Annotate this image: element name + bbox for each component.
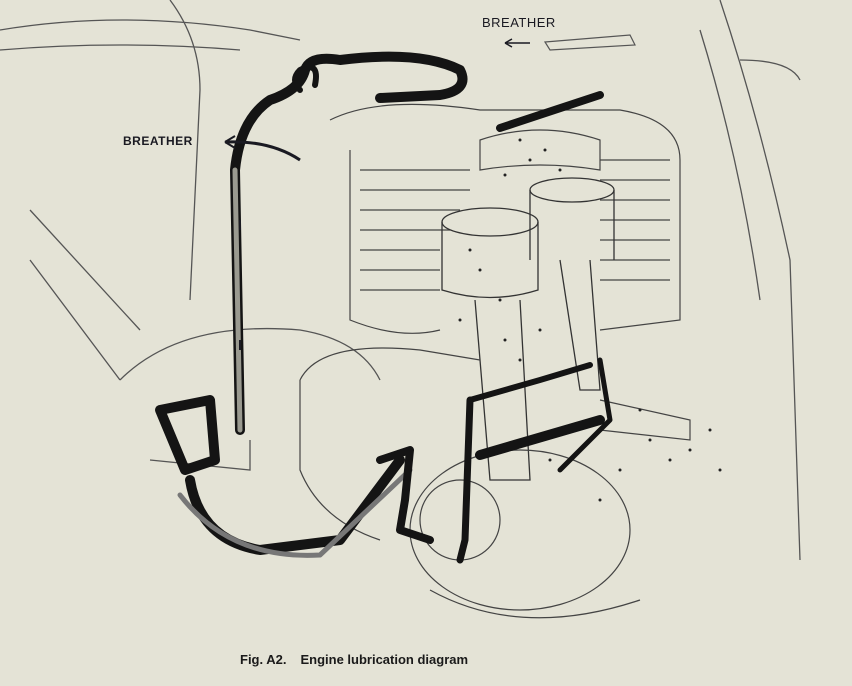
breather-label-left: BREATHER — [123, 134, 193, 148]
pistons — [441, 177, 615, 481]
figure-title: Engine lubrication diagram — [300, 652, 469, 667]
figure-caption: Fig. A2. Engine lubrication diagram — [240, 652, 482, 667]
crankcase — [299, 347, 691, 619]
frame-outline — [0, 0, 801, 561]
breather-label-top: BREATHER — [482, 15, 556, 30]
oil-spray-dots — [458, 138, 722, 502]
breather-arrows — [224, 34, 636, 350]
cylinder-block — [329, 103, 681, 334]
figure-number: Fig. A2. — [240, 652, 287, 667]
oil-pipes — [155, 51, 613, 564]
